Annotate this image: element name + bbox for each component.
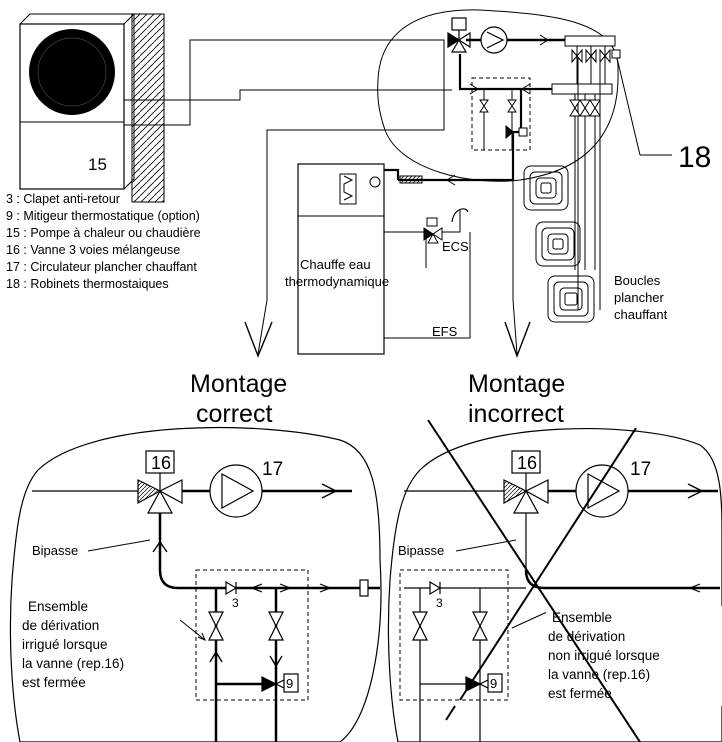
collector-supply <box>564 35 616 47</box>
arrow-to-incorrect <box>504 321 531 359</box>
efs-label: EFS <box>432 324 458 339</box>
mixer-number: 9 <box>286 676 293 691</box>
shower-icon <box>451 208 469 223</box>
tank-label-1: Chauffe eau <box>300 257 371 272</box>
legend-item: 3 : Clapet anti-retour <box>6 192 120 206</box>
note-line: Ensemble <box>552 610 612 625</box>
pump-number: 17 <box>262 459 283 480</box>
bypass-label: Bipasse <box>32 543 78 558</box>
note-line: irrigué lorsque <box>22 637 108 652</box>
loops-label-2: plancher <box>614 290 665 305</box>
note-line: est fermée <box>22 675 86 690</box>
bypass-group-top <box>471 77 531 151</box>
ecs-label: ECS <box>442 239 469 254</box>
check-valve-number: 3 <box>436 596 443 610</box>
arrow-to-correct <box>244 321 273 358</box>
correct-panel: 16 17 Bipasse 3 9 <box>9 426 382 742</box>
collector-return <box>551 83 613 95</box>
check-valve-icon <box>429 580 442 596</box>
note-line: la vanne (rep.16) <box>548 667 650 682</box>
legend-item: 16 : Vanne 3 voies mélangeuse <box>6 243 180 257</box>
wall <box>131 13 165 203</box>
cross-out-mark <box>427 419 641 742</box>
floor-loops <box>523 165 595 323</box>
valve-16-top <box>447 31 461 49</box>
unit-number: 15 <box>88 155 107 174</box>
loops-label-3: chauffant <box>614 307 668 322</box>
correct-title-1: Montage <box>190 370 287 398</box>
note-line: Ensemble <box>28 599 88 614</box>
bypass-group-dashed <box>195 569 309 701</box>
bypass-label: Bipasse <box>398 543 444 558</box>
legend-item: 17 : Circulateur plancher chauffant <box>6 260 197 274</box>
ref-18: 18 <box>678 141 711 174</box>
legend: 3 : Clapet anti-retour 9 : Mitigeur ther… <box>6 192 201 291</box>
loops-label-1: Boucles <box>614 273 661 288</box>
heat-pump-unit: 15 <box>19 13 135 190</box>
pump-number: 17 <box>630 459 651 480</box>
note-line: la vanne (rep.16) <box>22 656 124 671</box>
valve-number: 16 <box>151 453 171 473</box>
detail-zone <box>377 9 619 182</box>
tank-label-2: thermodynamique <box>285 274 389 289</box>
check-valve-number: 3 <box>232 596 239 610</box>
legend-item: 15 : Pompe à chaleur ou chaudière <box>6 226 201 240</box>
valve-number: 16 <box>517 453 537 473</box>
note-line: de dérivation <box>22 618 99 633</box>
note-line: est fermée <box>548 686 612 701</box>
water-heater-tank: Chauffe eau thermodynamique <box>285 163 389 355</box>
legend-item: 9 : Mitigeur thermostatique (option) <box>6 209 200 223</box>
incorrect-panel: 16 17 Bipasse 3 9 Ensemble <box>387 428 722 742</box>
mixer-number: 9 <box>490 676 497 691</box>
correct-title-2: correct <box>196 400 272 428</box>
legend-item: 18 : Robinets thermostaiques <box>6 277 169 291</box>
note-line: de dérivation <box>548 629 625 644</box>
incorrect-title-2: incorrect <box>468 400 564 428</box>
fan-icon <box>29 29 115 115</box>
incorrect-title-1: Montage <box>468 370 565 398</box>
check-valve-icon <box>225 580 238 596</box>
note-line: non irrigué lorsque <box>548 648 660 663</box>
